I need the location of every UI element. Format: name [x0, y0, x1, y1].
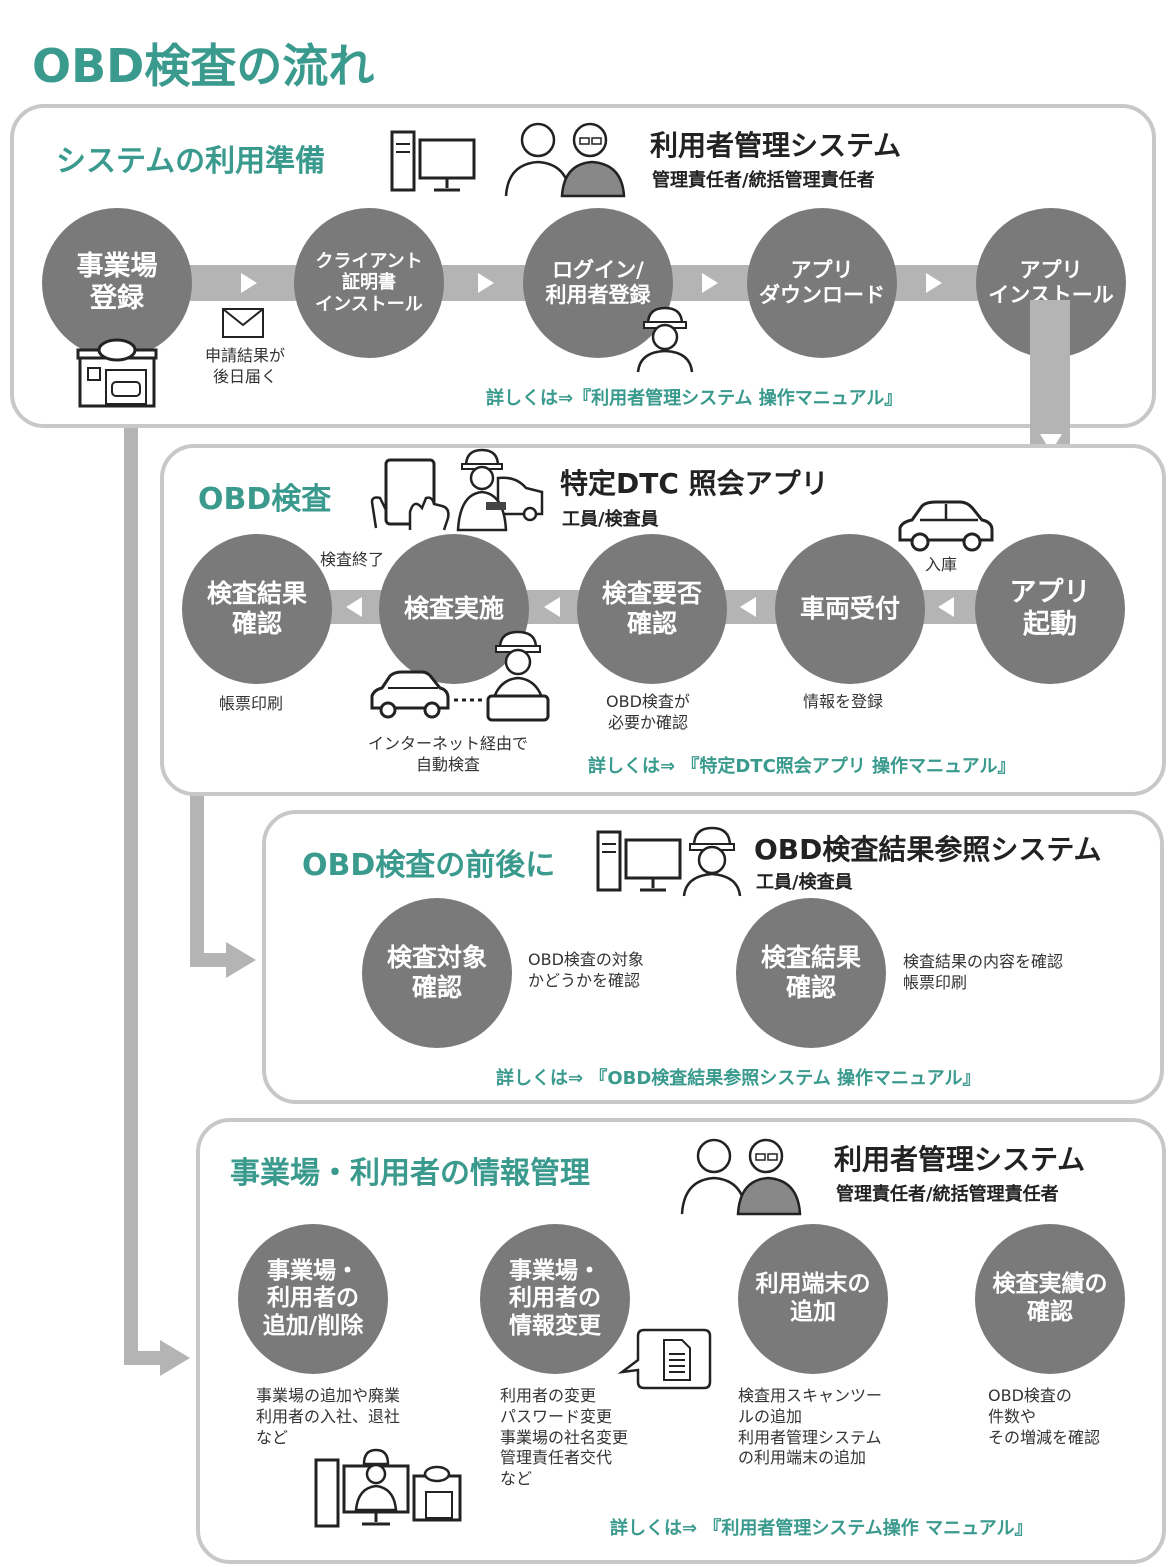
system-name-manage: 利用者管理システム	[834, 1143, 1086, 1176]
worker-icon	[636, 306, 694, 373]
note-inspection-record: OBD検査の 件数や その増減を確認	[988, 1386, 1101, 1447]
step-app-install: アプリ インストール	[976, 208, 1126, 358]
step-client-cert-install: クライアント 証明書 インストール	[294, 208, 444, 358]
pc-icon	[390, 130, 476, 192]
note-add-delete: 事業場の追加や廃業 利用者の入社、退社 など	[256, 1386, 401, 1447]
flow-arrow-left-icon	[346, 597, 362, 617]
step-inspection-necessity: 検査要否 確認	[577, 534, 727, 684]
step-inspection-record: 検査実績の 確認	[975, 1224, 1125, 1374]
flow-connector-obd	[190, 792, 204, 962]
step-login-user-registration: ログイン/ 利用者登録	[523, 208, 673, 358]
step-app-launch: アプリ 起動	[975, 534, 1125, 684]
note-add-terminal: 検査用スキャンツー ルの追加 利用者管理システム の利用端末の追加	[738, 1386, 883, 1468]
note-register: 情報を登録	[803, 692, 884, 711]
flow-arrow-icon	[478, 273, 494, 293]
role-around: 工員/検査員	[756, 872, 853, 893]
system-name-obd: 特定DTC 照会アプリ	[560, 467, 829, 500]
step-add-delete: 事業場・ 利用者の 追加/削除	[238, 1224, 388, 1374]
worker-icon	[682, 826, 742, 897]
section-heading-manage: 事業場・利用者の情報管理	[230, 1156, 590, 1191]
flow-arrow-icon	[241, 273, 257, 293]
flow-arrow-icon	[926, 273, 942, 293]
section-heading-prep: システムの利用準備	[56, 144, 326, 179]
system-name-around: OBD検査結果参照システム	[754, 833, 1102, 866]
tablet-icon	[370, 458, 450, 531]
note-nyuko: 入庫	[925, 555, 958, 574]
step-inspection-result: 検査結果 確認	[182, 534, 332, 684]
section-heading-obd: OBD検査	[198, 482, 332, 517]
note-auto-inspection: インターネット経由で 自動検査	[368, 734, 529, 774]
system-name-prep: 利用者管理システム	[650, 129, 902, 162]
section-heading-around: OBD検査の前後に	[302, 848, 556, 883]
shop-icon	[76, 338, 158, 408]
note-necessity: OBD検査が 必要か確認	[606, 692, 690, 732]
down-arrow-icon	[1040, 434, 1062, 452]
role-obd: 工員/検査員	[562, 509, 659, 530]
step-app-download: アプリ ダウンロード	[747, 208, 897, 358]
note-print: 帳票印刷	[219, 694, 284, 713]
car-icon	[898, 500, 994, 552]
manual-link-around[interactable]: 詳しくは⇒ 『OBD検査結果参照システム 操作マニュアル』	[496, 1068, 981, 1089]
managers-icon	[504, 122, 626, 198]
flow-arrow-icon	[702, 273, 718, 293]
arrow-to-around	[190, 942, 256, 978]
mechanic-car-icon	[456, 448, 544, 532]
flow-connector-left	[124, 424, 138, 1364]
step-target-check: 検査対象 確認	[362, 898, 512, 1048]
step-vehicle-reception: 車両受付	[775, 534, 925, 684]
document-icon	[617, 1328, 712, 1390]
remote-inspection-icon	[370, 630, 550, 722]
step-result-check: 検査結果 確認	[736, 898, 886, 1048]
manual-link-prep[interactable]: 詳しくは⇒『利用者管理システム 操作マニュアル』	[486, 388, 903, 409]
mail-icon	[222, 308, 264, 338]
manual-link-obd[interactable]: 詳しくは⇒ 『特定DTC照会アプリ 操作マニュアル』	[588, 756, 1016, 777]
role-prep: 管理責任者/統括管理責任者	[652, 170, 875, 191]
flow-arrow-left-icon	[544, 597, 560, 617]
role-manage: 管理責任者/統括管理責任者	[836, 1184, 1059, 1205]
pc-icon	[596, 830, 682, 892]
flow-arrow-left-icon	[938, 597, 954, 617]
note-target-check: OBD検査の対象 かどうかを確認	[528, 950, 644, 990]
step-info-change: 事業場・ 利用者の 情報変更	[480, 1224, 630, 1374]
flow-arrow-left-icon	[740, 597, 756, 617]
step-add-terminal: 利用端末の 追加	[738, 1224, 888, 1374]
manual-link-manage[interactable]: 詳しくは⇒ 『利用者管理システム操作 マニュアル』	[610, 1518, 1033, 1539]
note-finished: 検査終了	[320, 550, 385, 569]
step-business-registration: 事業場 登録	[42, 208, 192, 358]
note-info-change: 利用者の変更 パスワード変更 事業場の社名変更 管理責任者交代 など	[500, 1386, 629, 1489]
arrow-to-manage	[124, 1340, 190, 1376]
page-title: OBD検査の流れ	[32, 39, 375, 93]
step-inspection-execution: 検査実施	[379, 534, 529, 684]
managers-icon	[680, 1138, 802, 1216]
pc-worker-shop-icon	[314, 1448, 462, 1528]
note-result-check: 検査結果の内容を確認 帳票印刷	[903, 952, 1064, 992]
note-mail-result: 申請結果が 後日届く	[205, 346, 286, 386]
